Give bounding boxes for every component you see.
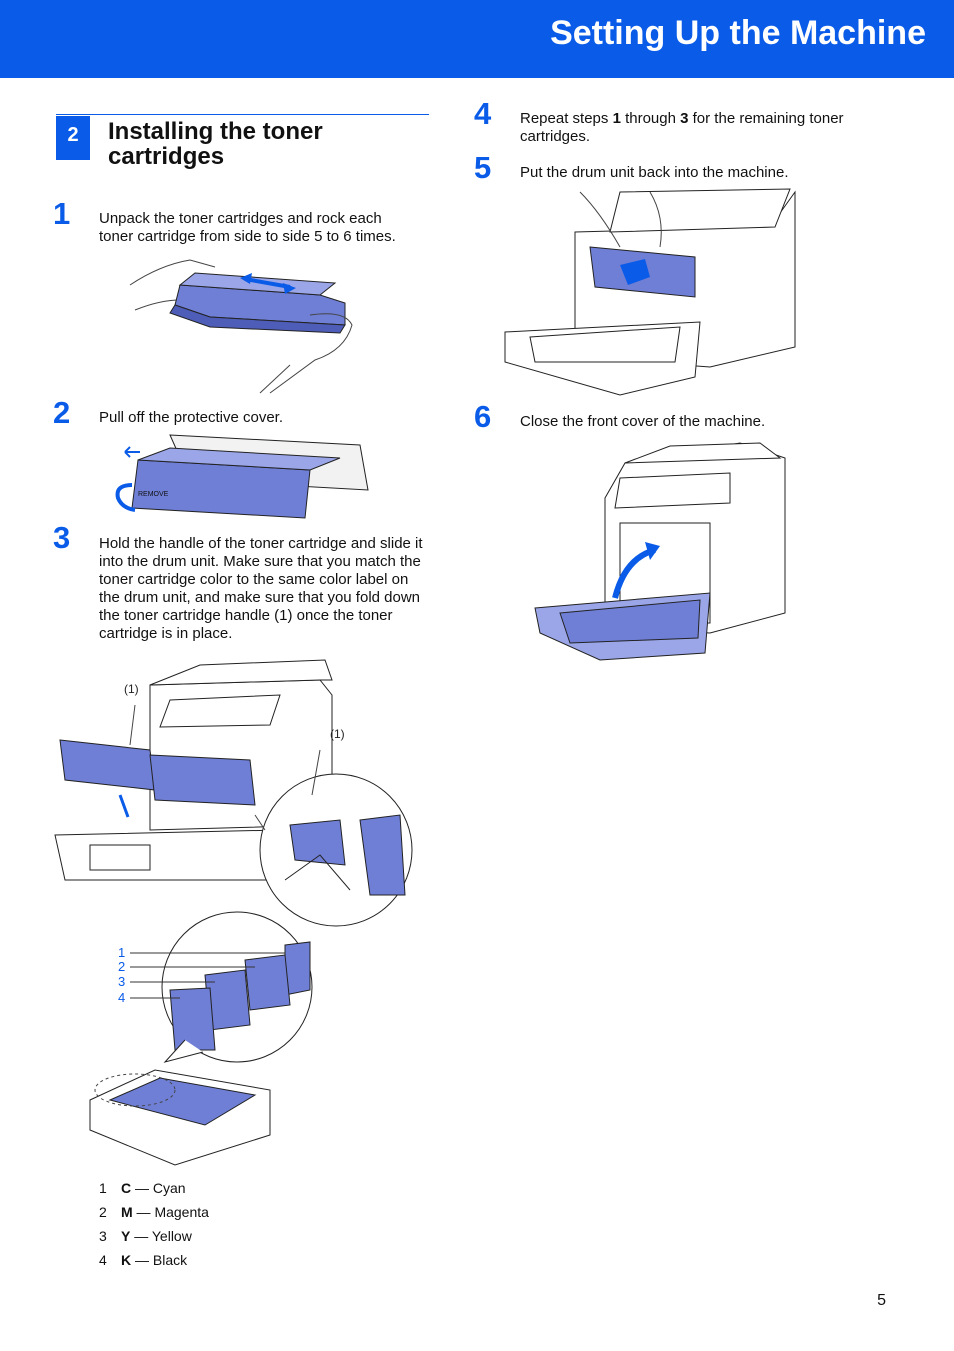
toner-rock-illustration: [129, 259, 353, 394]
slot-callout-2: 2: [118, 959, 126, 974]
step-6-number: 6: [474, 399, 492, 434]
page-number: 5: [877, 1292, 886, 1309]
step-5-text: Put the drum unit back into the machine.: [520, 164, 789, 181]
section-title: Installing the toner cartridges: [108, 118, 323, 170]
arrow-icon: [115, 483, 136, 512]
legend-number: 4: [99, 1252, 107, 1268]
step-2-number: 2: [53, 395, 71, 430]
step-6-text: Close the front cover of the machine.: [520, 413, 766, 430]
step-1-number: 1: [53, 196, 71, 231]
section-rule: [56, 114, 429, 115]
step-4-number: 4: [474, 96, 492, 131]
legend-code: C: [121, 1180, 132, 1196]
remove-label: REMOVE: [138, 491, 169, 498]
legend-code: K: [121, 1252, 132, 1268]
handle-callout-left: (1): [124, 682, 139, 696]
legend-name: — Yellow: [130, 1228, 192, 1244]
slot-callout-4: 4: [118, 990, 126, 1005]
page-title: Setting Up the Machine: [550, 14, 926, 52]
legend-number: 1: [99, 1180, 107, 1196]
step-5-number: 5: [474, 150, 492, 185]
arrow-icon: [244, 277, 291, 289]
step-3-text: Hold the handle of the toner cartridge a…: [99, 535, 423, 642]
legend-number: 2: [99, 1204, 107, 1220]
close-cover-illustration: [534, 442, 786, 661]
legend-name: — Magenta: [132, 1204, 209, 1220]
step-1-text: Unpack the toner cartridges and rock eac…: [99, 210, 396, 245]
step-3-number: 3: [53, 520, 71, 555]
legend-name: — Black: [131, 1252, 188, 1268]
page-header: Setting Up the Machine: [0, 0, 954, 78]
step-2-text: Pull off the protective cover.: [99, 409, 283, 426]
toner-cartridge-illustration: [169, 272, 346, 334]
protective-cover-illustration: REMOVE: [115, 434, 369, 519]
printer-drum-illustration: [54, 659, 413, 927]
handle-callout-right: (1): [330, 727, 345, 741]
arrow-icon: [620, 259, 650, 285]
slot-callout-1: 1: [118, 945, 126, 960]
legend-code: Y: [121, 1228, 131, 1244]
drum-insert-illustration: [504, 188, 796, 396]
toner-slots: [169, 941, 311, 1051]
step-4-text: Repeat steps 1 through 3 for the remaini…: [520, 110, 844, 145]
drum-unit-illustration: [89, 911, 313, 1166]
legend-code: M: [121, 1204, 133, 1220]
legend-number: 3: [99, 1228, 107, 1244]
legend-name: — Cyan: [131, 1180, 186, 1196]
slot-callout-3: 3: [118, 974, 126, 989]
section-number: 2: [56, 116, 90, 160]
